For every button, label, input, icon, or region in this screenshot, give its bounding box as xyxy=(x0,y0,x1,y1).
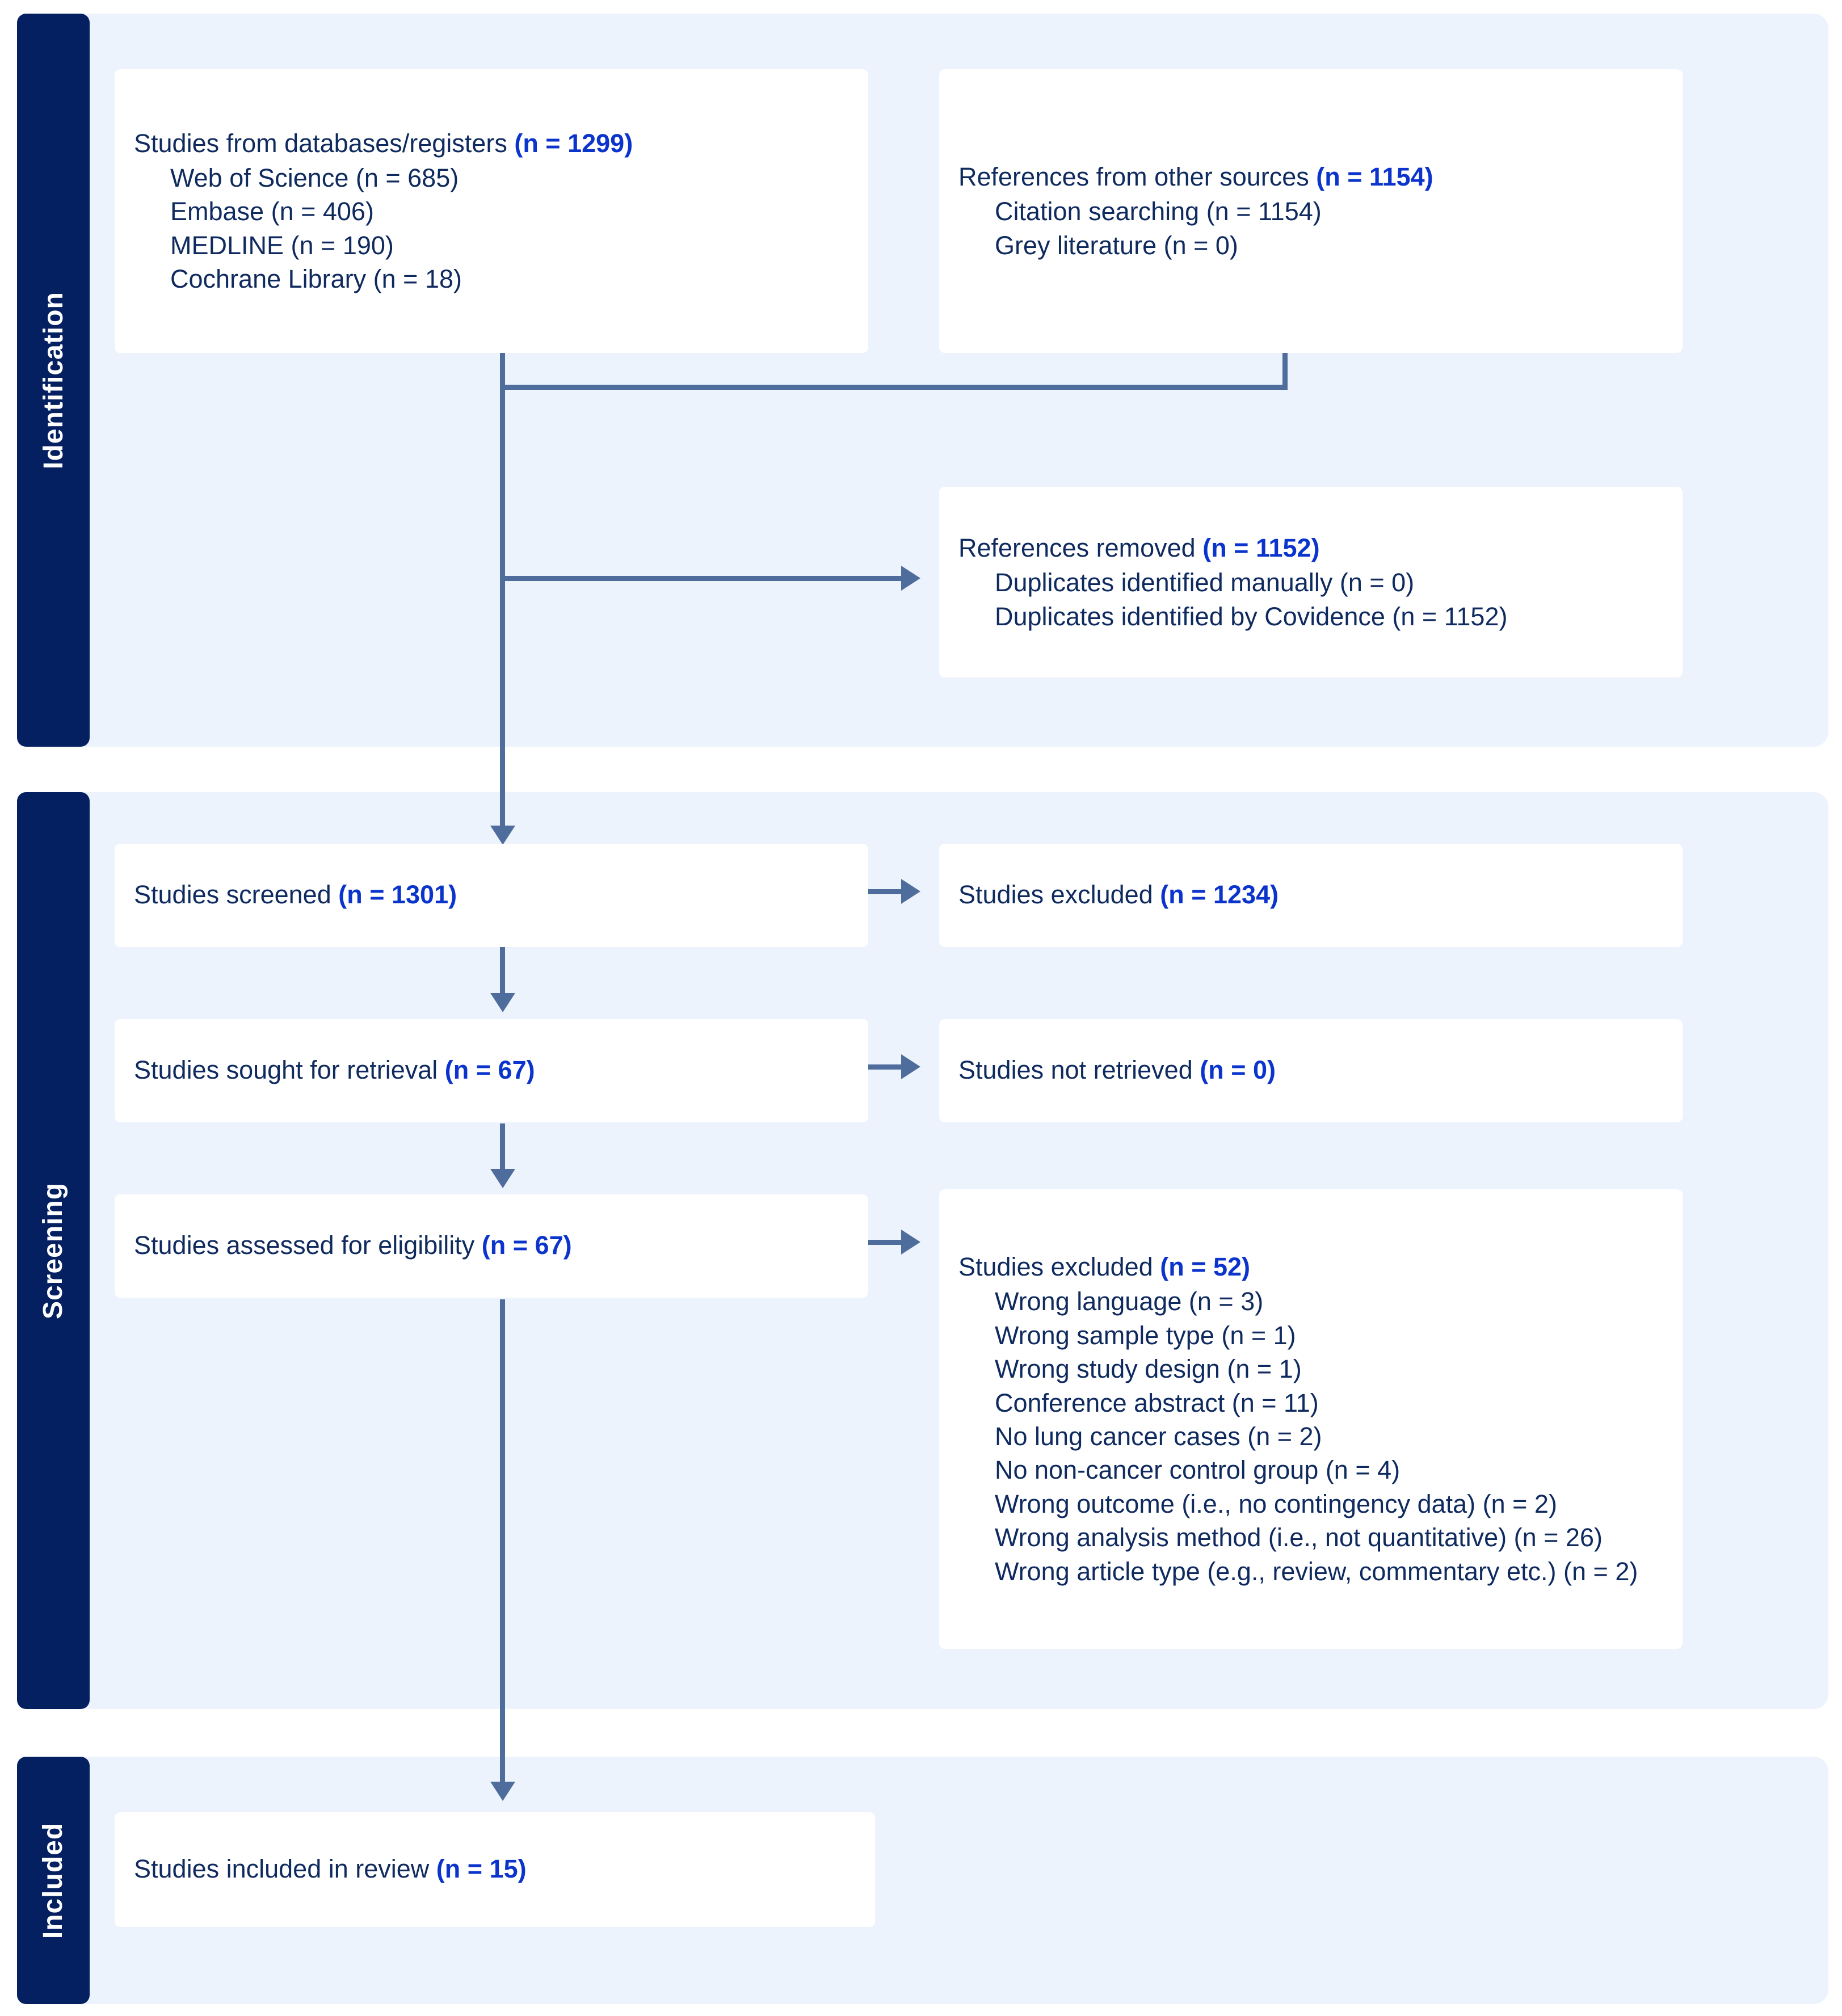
box-not-retrieved-count: (n = 0) xyxy=(1200,1055,1276,1085)
arrow-to-included xyxy=(490,1782,515,1801)
connector-other-sources-down xyxy=(1282,351,1288,387)
arrow-assessed-to-excluded xyxy=(901,1230,920,1255)
box-excluded-reason: Wrong analysis method (i.e., not quantit… xyxy=(995,1523,1603,1552)
box-excluded-reason: Wrong outcome (i.e., no contingency data… xyxy=(995,1489,1557,1518)
box-excluded-screening-label: Studies excluded xyxy=(958,880,1160,910)
arrow-to-references-removed xyxy=(901,566,920,591)
box-screened-label: Studies screened xyxy=(134,880,339,910)
box-included-count: (n = 15) xyxy=(436,1854,527,1884)
box-studies-excluded-eligibility[interactable]: Studies excluded (n = 52) Wrong language… xyxy=(939,1189,1683,1649)
box-excluded-screening-headline: Studies excluded (n = 1234) xyxy=(958,878,1663,911)
box-other-sources-item: Grey literature (n = 0) xyxy=(995,230,1238,260)
connector-sought-to-not-retrieved xyxy=(868,1064,901,1070)
box-references-removed-item: Duplicates identified manually (n = 0) xyxy=(995,568,1415,597)
box-excluded-reason: Wrong language (n = 3) xyxy=(995,1287,1264,1316)
arrow-sought-to-assessed xyxy=(490,1169,515,1188)
box-sought-label: Studies sought for retrieval xyxy=(134,1055,445,1085)
box-databases-item: Web of Science (n = 685) xyxy=(170,163,459,192)
box-studies-sought-for-retrieval[interactable]: Studies sought for retrieval (n = 67) xyxy=(115,1019,868,1122)
box-excluded-eligibility-headline: Studies excluded (n = 52) xyxy=(958,1250,1663,1283)
stage-label-identification: Identification xyxy=(38,291,69,469)
connector-to-references-removed xyxy=(500,576,901,581)
box-databases-item: Embase (n = 406) xyxy=(170,197,374,226)
connector-assessed-to-excluded xyxy=(868,1240,901,1245)
box-databases-item: MEDLINE (n = 190) xyxy=(170,230,394,260)
box-screened-headline: Studies screened (n = 1301) xyxy=(134,878,849,911)
box-references-removed-count: (n = 1152) xyxy=(1202,533,1320,562)
box-references-removed-item: Duplicates identified by Covidence (n = … xyxy=(995,601,1508,631)
connector-assessed-to-included xyxy=(500,1299,505,1788)
box-excluded-eligibility-count: (n = 52) xyxy=(1160,1252,1251,1282)
box-references-removed[interactable]: References removed (n = 1152) Duplicates… xyxy=(939,487,1683,677)
box-assessed-label: Studies assessed for eligibility xyxy=(134,1231,482,1260)
stage-label-screening: Screening xyxy=(38,1182,69,1319)
box-other-sources-headline: References from other sources (n = 1154) xyxy=(958,160,1663,193)
box-databases-headline: Studies from databases/registers (n = 12… xyxy=(134,127,849,160)
box-screened-count: (n = 1301) xyxy=(338,880,457,910)
box-studies-assessed-for-eligibility[interactable]: Studies assessed for eligibility (n = 67… xyxy=(115,1194,868,1298)
box-references-removed-headline: References removed (n = 1152) xyxy=(958,531,1663,565)
box-excluded-reason: No lung cancer cases (n = 2) xyxy=(995,1422,1322,1451)
box-databases-label: Studies from databases/registers xyxy=(134,128,515,158)
box-studies-included-in-review[interactable]: Studies included in review (n = 15) xyxy=(115,1812,875,1927)
arrow-to-screened xyxy=(490,826,515,845)
box-other-sources-item: Citation searching (n = 1154) xyxy=(995,197,1322,226)
box-included-label: Studies included in review xyxy=(134,1854,436,1884)
box-excluded-reason: Wrong sample type (n = 1) xyxy=(995,1320,1296,1350)
box-not-retrieved-label: Studies not retrieved xyxy=(958,1055,1200,1085)
connector-databases-down xyxy=(500,351,505,387)
box-excluded-reason: Wrong study design (n = 1) xyxy=(995,1354,1302,1384)
box-excluded-eligibility-label: Studies excluded xyxy=(958,1252,1160,1282)
box-references-other-sources[interactable]: References from other sources (n = 1154)… xyxy=(939,69,1683,353)
box-databases-item: Cochrane Library (n = 18) xyxy=(170,264,462,294)
box-studies-from-databases[interactable]: Studies from databases/registers (n = 12… xyxy=(115,69,868,353)
stage-sidebar-included: Included xyxy=(17,1757,90,2004)
box-studies-excluded-screening[interactable]: Studies excluded (n = 1234) xyxy=(939,844,1683,947)
connector-trunk-to-screened xyxy=(500,793,505,832)
box-sought-headline: Studies sought for retrieval (n = 67) xyxy=(134,1053,849,1087)
stage-sidebar-screening: Screening xyxy=(17,792,90,1709)
arrow-screened-to-sought xyxy=(490,993,515,1012)
connector-screened-to-excluded xyxy=(868,889,901,894)
connector-screened-to-sought xyxy=(500,947,505,999)
connector-identification-trunk xyxy=(500,385,505,793)
box-databases-count: (n = 1299) xyxy=(514,128,633,158)
stage-label-included: Included xyxy=(38,1822,69,1939)
arrow-screened-to-excluded xyxy=(901,879,920,904)
box-assessed-count: (n = 67) xyxy=(481,1231,572,1260)
connector-sought-to-assessed xyxy=(500,1123,505,1176)
stage-sidebar-identification: Identification xyxy=(17,14,90,747)
box-not-retrieved-headline: Studies not retrieved (n = 0) xyxy=(958,1053,1663,1087)
box-assessed-headline: Studies assessed for eligibility (n = 67… xyxy=(134,1228,849,1262)
box-excluded-reason: Conference abstract (n = 11) xyxy=(995,1388,1319,1417)
box-sought-count: (n = 67) xyxy=(444,1055,535,1085)
box-excluded-reason: No non-cancer control group (n = 4) xyxy=(995,1455,1401,1485)
arrow-sought-to-not-retrieved xyxy=(901,1054,920,1079)
box-studies-screened[interactable]: Studies screened (n = 1301) xyxy=(115,844,868,947)
box-studies-not-retrieved[interactable]: Studies not retrieved (n = 0) xyxy=(939,1019,1683,1122)
box-references-removed-label: References removed xyxy=(958,533,1203,562)
box-included-headline: Studies included in review (n = 15) xyxy=(134,1852,856,1885)
box-excluded-screening-count: (n = 1234) xyxy=(1160,880,1279,910)
box-other-sources-count: (n = 1154) xyxy=(1316,162,1433,191)
connector-merge-horizontal xyxy=(500,385,1288,390)
box-other-sources-label: References from other sources xyxy=(958,162,1317,191)
box-excluded-reason: Wrong article type (e.g., review, commen… xyxy=(995,1556,1638,1586)
